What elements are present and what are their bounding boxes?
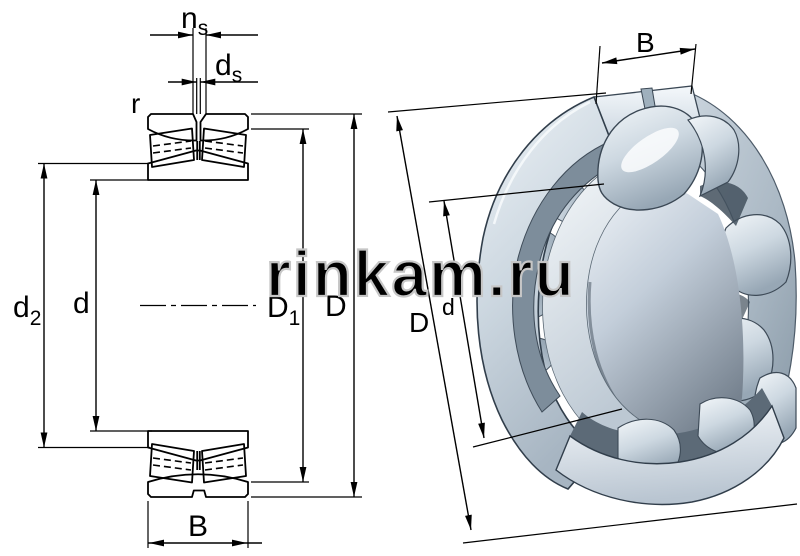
label-D1: D1	[267, 291, 300, 330]
label-ds: ds	[215, 49, 242, 87]
dimension-D-3d	[387, 92, 798, 544]
cage-arc	[512, 140, 619, 413]
labels: ns ds r d2 d D1 D B B D d	[13, 2, 655, 543]
bearing-3d-render	[476, 85, 797, 506]
label-D: D	[325, 290, 347, 323]
dimension-D	[251, 113, 362, 498]
rollers-section-bottom	[149, 443, 247, 484]
dimension-d-3d	[428, 183, 623, 448]
outer-ring-highlight	[492, 100, 591, 225]
outer-ring-section-top	[147, 113, 249, 142]
dimension-d2	[38, 162, 150, 449]
outer-ring-bottom-rim	[555, 404, 785, 506]
label-d-3d: d	[442, 294, 455, 320]
label-r: r	[131, 88, 140, 119]
label-D-3d: D	[409, 307, 429, 338]
label-d: d	[73, 287, 90, 320]
bore-surface	[585, 184, 744, 461]
label-B: B	[188, 510, 208, 543]
dimension-d	[90, 179, 152, 432]
roller-specular-highlight	[621, 127, 679, 173]
cross-section-view	[140, 113, 256, 498]
cage-shadow-right	[700, 182, 748, 226]
label-d2: d2	[13, 291, 41, 330]
dimension-ds	[168, 78, 258, 114]
roller-top-second	[687, 115, 740, 198]
label-b-3d: B	[636, 27, 655, 58]
dimension-B-left	[147, 501, 262, 548]
dimension-lines-left	[38, 28, 362, 548]
outer-ring-section-bottom	[147, 473, 249, 498]
dimension-D1	[251, 128, 309, 483]
dimension-lines-right	[387, 43, 798, 544]
rollers-section-top	[149, 127, 247, 168]
dimension-ns	[150, 28, 258, 114]
watermark: rinkam.ru	[266, 238, 576, 310]
label-ns: ns	[181, 2, 208, 40]
